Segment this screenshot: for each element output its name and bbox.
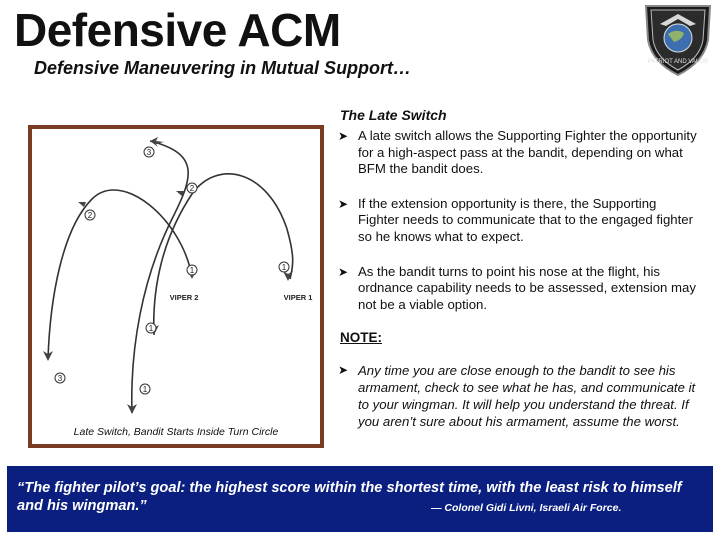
quote-attribution: — Colonel Gidi Livni, Israeli Air Force. bbox=[431, 502, 622, 514]
note-label: NOTE: bbox=[340, 330, 382, 345]
quote-text: “The fighter pilot’s goal: the highest s… bbox=[17, 480, 682, 514]
arrow-bullet-icon: ➤ bbox=[338, 264, 349, 279]
page-subtitle: Defensive Maneuvering in Mutual Support… bbox=[34, 58, 412, 78]
figure-caption: Late Switch, Bandit Starts Inside Turn C… bbox=[73, 426, 279, 438]
note-text: Any time you are close enough to the ban… bbox=[358, 363, 696, 429]
quote-banner: “The fighter pilot’s goal: the highest s… bbox=[7, 466, 713, 532]
list-item: ➤ If the extension opportunity is there,… bbox=[338, 196, 698, 246]
viper2-label: VIPER 2 bbox=[170, 293, 199, 302]
viper1-label: VIPER 1 bbox=[284, 293, 313, 302]
aircraft-icon bbox=[43, 137, 293, 414]
list-item: ➤ A late switch allows the Supporting Fi… bbox=[338, 128, 698, 178]
note-item: ➤ Any time you are close enough to the b… bbox=[338, 362, 706, 430]
section-heading: The Late Switch bbox=[340, 107, 447, 123]
marker-3-bandit: 3 bbox=[147, 148, 152, 157]
marker-1-viper2: 1 bbox=[190, 266, 195, 275]
marker-1-bandit-start: 1 bbox=[143, 385, 148, 394]
bullet-list: ➤ A late switch allows the Supporting Fi… bbox=[338, 128, 698, 331]
marker-1-bandit-mid: 1 bbox=[149, 324, 154, 333]
marker-1-viper1: 1 bbox=[282, 263, 287, 272]
list-item: ➤ As the bandit turns to point his nose … bbox=[338, 264, 698, 314]
bullet-text: As the bandit turns to point his nose at… bbox=[358, 263, 696, 312]
marker-2-viper2: 2 bbox=[88, 211, 93, 220]
air-force-shield-icon: PATRIOT AND VALOR bbox=[644, 5, 712, 77]
viper2-path bbox=[47, 189, 193, 360]
arrow-bullet-icon: ➤ bbox=[338, 196, 349, 211]
bullet-text: If the extension opportunity is there, t… bbox=[358, 195, 694, 244]
arrow-bullet-icon: ➤ bbox=[338, 363, 349, 377]
bandit-path bbox=[130, 140, 189, 414]
emblem-motto: PATRIOT AND VALOR bbox=[648, 59, 709, 65]
arrow-bullet-icon: ➤ bbox=[338, 129, 349, 143]
maneuver-diagram: 3 2 2 1 1 1 1 3 VIPER 2 VIPER 1 Late Swi… bbox=[28, 125, 324, 448]
maneuver-diagram-drawing: 3 2 2 1 1 1 1 3 VIPER 2 VIPER 1 bbox=[43, 137, 313, 414]
marker-3-viper2: 3 bbox=[58, 374, 63, 383]
bullet-text: A late switch allows the Supporting Figh… bbox=[358, 128, 697, 177]
page-title: Defensive ACM bbox=[14, 4, 341, 56]
marker-2-viper1: 2 bbox=[190, 184, 195, 193]
viper1-path bbox=[152, 173, 294, 336]
